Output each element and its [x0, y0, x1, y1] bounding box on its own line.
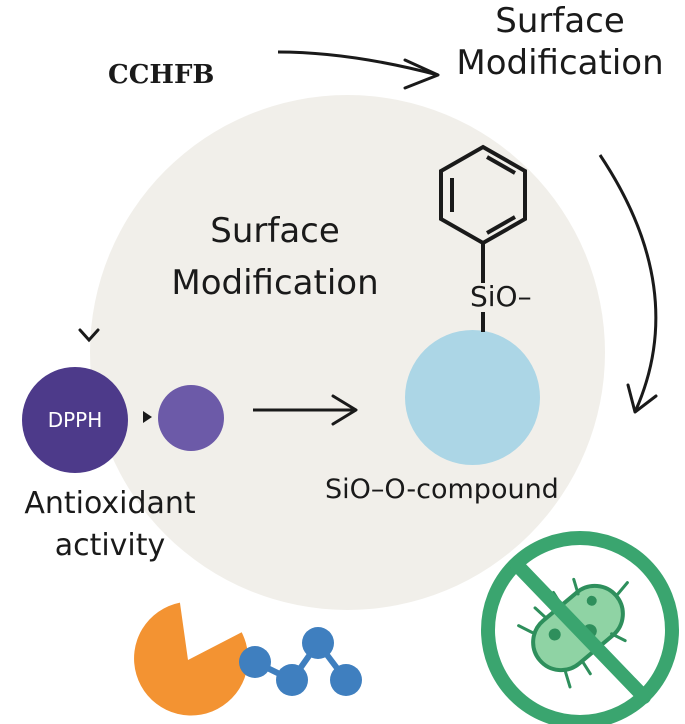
pacman-icon	[134, 602, 248, 716]
curved-arrow-head-icon	[626, 383, 658, 414]
dpph-circle: DPPH	[22, 367, 128, 473]
no-bacteria-icon	[481, 531, 679, 724]
molecule-chain-icon	[239, 627, 362, 696]
chevron-down-icon	[78, 328, 100, 343]
sio-group-label: SiO–	[470, 280, 532, 313]
cchfb-label: CCHFB	[108, 60, 215, 90]
radical-circle	[158, 385, 224, 451]
curved-arrow-icon	[598, 154, 658, 413]
center-title: Surface Modification	[171, 211, 379, 303]
antioxidant-label: Antioxidant activity	[24, 486, 196, 563]
middle-arrow-head-icon	[331, 394, 358, 426]
compound-label: SiO–O-compound	[325, 474, 559, 505]
nanoparticle-circle	[405, 330, 540, 465]
benzene-ring-icon	[439, 144, 527, 283]
small-triangle-icon	[143, 411, 152, 423]
top-arrow-icon	[277, 50, 439, 77]
dpph-label: DPPH	[47, 408, 103, 432]
top-title: Surface Modification	[456, 1, 664, 83]
top-arrow-head-icon	[403, 58, 440, 90]
